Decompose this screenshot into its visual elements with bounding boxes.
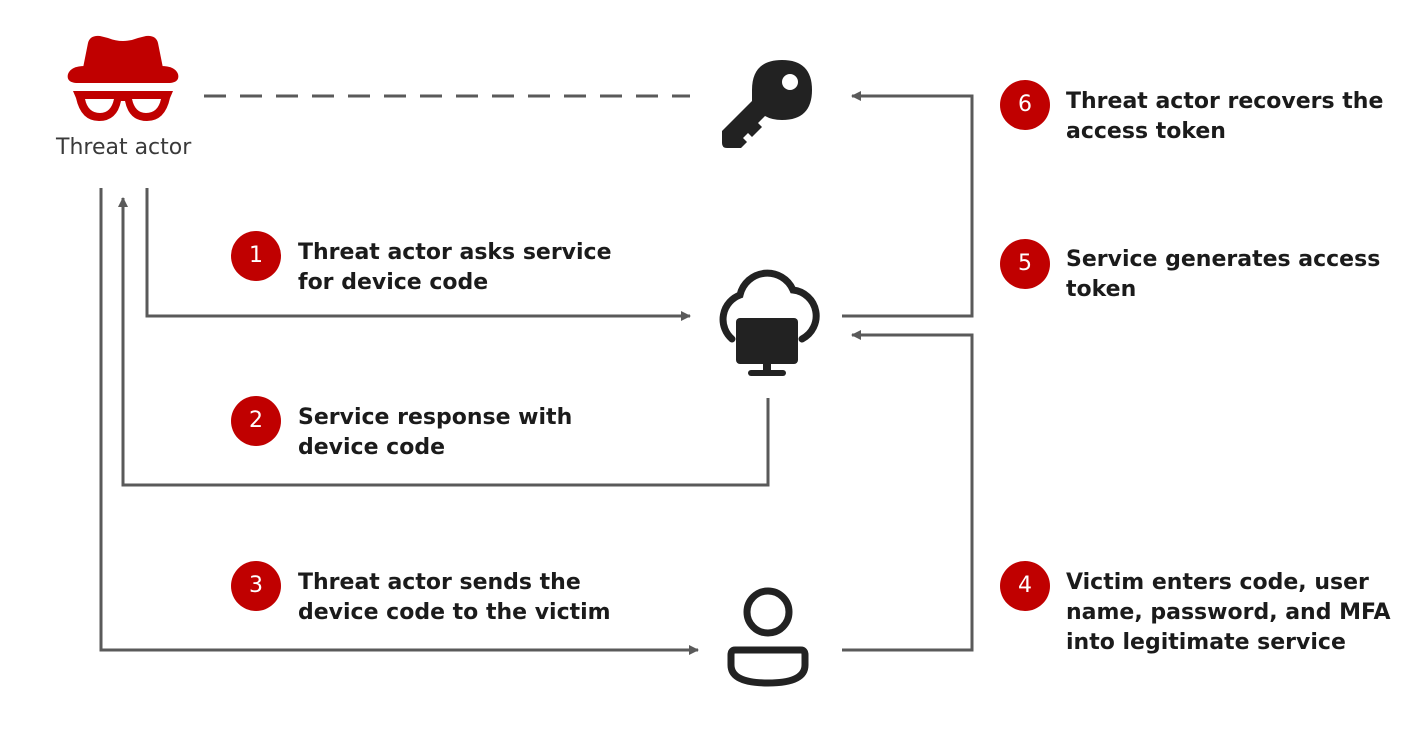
step-3-badge: 3: [231, 561, 281, 611]
cloud-monitor-icon: [719, 269, 820, 376]
arrow-step-2: [118, 197, 770, 487]
step-3-line-2: device code to the victim: [298, 600, 611, 625]
step-4-line-3: into legitimate service: [1066, 630, 1346, 655]
arrow-step-4: [842, 330, 974, 652]
step-6-badge: 6: [1000, 80, 1050, 130]
step-1-line-2: for device code: [298, 270, 489, 295]
key-icon: [722, 60, 812, 148]
step-1-badge: 1: [231, 231, 281, 281]
step-5-badge: 5: [1000, 239, 1050, 289]
arrow-step-3: [99, 188, 699, 655]
step-4-label: Victim enters code, user name, password,…: [1066, 568, 1391, 658]
step-6-label: Threat actor recovers the access token: [1066, 87, 1383, 147]
step-1-line-1: Threat actor asks service: [298, 240, 612, 265]
step-2-line-2: device code: [298, 435, 445, 460]
step-3-line-1: Threat actor sends the: [298, 570, 581, 595]
step-2-badge: 2: [231, 396, 281, 446]
step-5-label: Service generates access token: [1066, 245, 1380, 305]
step-3-label: Threat actor sends the device code to th…: [298, 568, 611, 628]
step-2-label: Service response with device code: [298, 403, 572, 463]
step-4-line-1: Victim enters code, user: [1066, 570, 1369, 595]
step-5-line-2: token: [1066, 277, 1137, 302]
step-4-line-2: name, password, and MFA: [1066, 600, 1391, 625]
step-2-line-1: Service response with: [298, 405, 573, 430]
arrow-step-1: [145, 188, 691, 321]
arrow-step-5-6: [842, 91, 974, 318]
step-1-label: Threat actor asks service for device cod…: [298, 238, 612, 298]
step-6-line-1: Threat actor recovers the: [1066, 89, 1384, 114]
threat-actor-label: Threat actor: [56, 135, 192, 160]
step-4-badge: 4: [1000, 561, 1050, 611]
spy-hat-glasses-icon: [67, 35, 179, 121]
step-5-line-1: Service generates access: [1066, 247, 1381, 272]
step-6-line-2: access token: [1066, 119, 1226, 144]
user-icon: [727, 587, 809, 687]
